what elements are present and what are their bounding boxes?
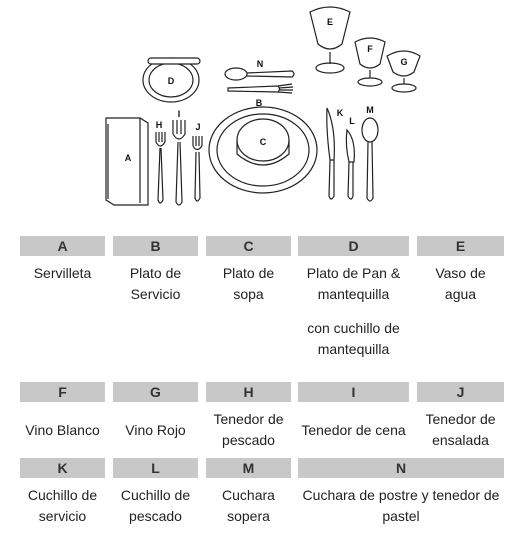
header-e: E <box>417 236 504 256</box>
desc-j: Tenedor de ensalada <box>425 411 496 448</box>
label-f: F <box>367 44 373 54</box>
label-l: L <box>349 116 355 126</box>
desc-m: Cuchara sopera <box>222 487 275 524</box>
label-c: C <box>260 137 267 147</box>
desc-f: Vino Blanco <box>25 422 100 438</box>
header-m: M <box>206 458 291 478</box>
cake-fork-illustration <box>227 83 294 94</box>
desc-c: Plato de sopa <box>222 265 275 302</box>
label-k: K <box>337 108 344 118</box>
label-i: I <box>178 109 181 119</box>
header-i: I <box>298 382 409 402</box>
header-n: N <box>298 458 504 478</box>
bread-plate-illustration <box>142 57 201 103</box>
salad-fork-illustration <box>192 136 203 202</box>
soup-plate-illustration <box>236 118 290 166</box>
desc-n: Cuchara de postre y tenedor de pastel <box>302 487 500 524</box>
header-c: C <box>206 236 291 256</box>
desc-d: Plato de Pan & mantequilla <box>306 265 401 302</box>
desc-l: Cuchillo de pescado <box>120 487 191 524</box>
label-g: G <box>400 57 407 67</box>
desc-i: Tenedor de cena <box>301 422 406 438</box>
header-d: D <box>298 236 409 256</box>
white-wine-glass-illustration <box>354 37 386 87</box>
service-knife-illustration <box>326 107 335 200</box>
header-h: H <box>206 382 291 402</box>
service-plate-illustration <box>208 106 318 194</box>
desc-g: Vino Rojo <box>125 422 186 438</box>
desc-d-extra: con cuchillo de mantequilla <box>307 320 400 357</box>
desc-h: Tenedor de pescado <box>213 411 284 448</box>
header-g: G <box>113 382 198 402</box>
desc-a: Servilleta <box>33 265 92 281</box>
header-f: F <box>20 382 105 402</box>
label-a: A <box>125 153 132 163</box>
header-k: K <box>20 458 105 478</box>
desc-k: Cuchillo de servicio <box>27 487 98 524</box>
header-a: A <box>20 236 105 256</box>
header-j: J <box>417 382 504 402</box>
label-m: M <box>366 105 374 115</box>
label-b: B <box>256 98 263 108</box>
dinner-fork-illustration <box>172 120 186 206</box>
water-glass-illustration <box>309 6 351 74</box>
fish-fork-illustration <box>155 132 166 204</box>
soup-spoon-illustration <box>361 117 379 202</box>
table-setting-diagram: A B C D E F G H I J K L M N <box>105 6 421 206</box>
dessert-spoon-illustration <box>224 67 295 81</box>
label-n: N <box>257 59 264 69</box>
header-b: B <box>113 236 198 256</box>
napkin-illustration <box>105 117 149 206</box>
desc-e: Vaso de agua <box>435 265 486 302</box>
fish-knife-illustration <box>345 128 355 200</box>
desc-b: Plato de Servicio <box>129 265 182 302</box>
label-h: H <box>156 120 163 130</box>
label-j: J <box>195 122 200 132</box>
label-d: D <box>168 76 175 86</box>
label-e: E <box>327 17 333 27</box>
header-l: L <box>113 458 198 478</box>
red-wine-glass-illustration <box>386 50 421 93</box>
